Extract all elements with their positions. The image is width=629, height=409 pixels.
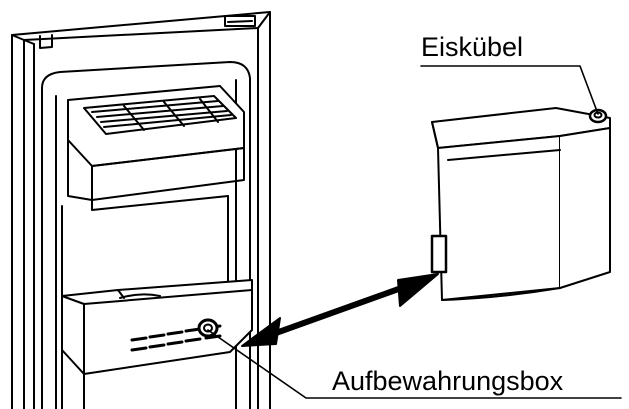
ice-bucket-leader bbox=[420, 65, 599, 115]
ice-bucket-label: Eiskübel bbox=[421, 32, 524, 62]
double-arrow bbox=[241, 273, 439, 347]
chute-unit bbox=[67, 85, 245, 201]
ice-bucket bbox=[430, 107, 611, 301]
storage-box-installed bbox=[61, 279, 253, 409]
recess-rails bbox=[61, 195, 237, 297]
storage-box-label: Aufbewahrungsbox bbox=[332, 366, 564, 396]
door-frame bbox=[11, 11, 271, 409]
leader-lines bbox=[207, 65, 622, 399]
storage-box-leader bbox=[207, 329, 622, 399]
